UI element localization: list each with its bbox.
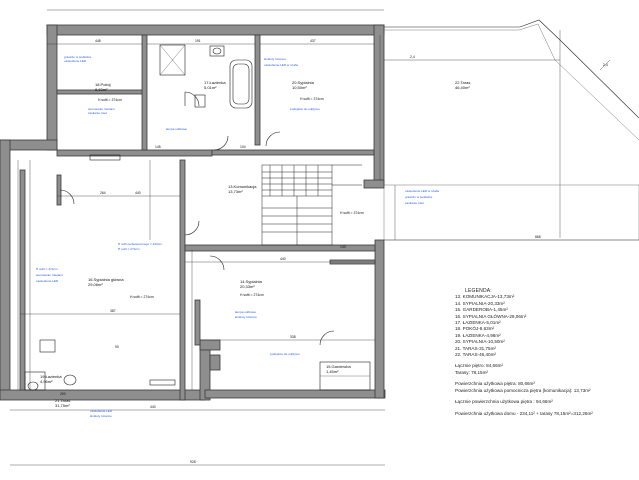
dim-mid-c: 440 [280, 257, 286, 261]
room-21-label: 21.Taras [55, 398, 70, 403]
legend-item: 19. ŁAZIENKA-4,96m² [455, 332, 501, 338]
room-19-area: 4,96m² [40, 379, 53, 384]
room-18-note: H sufit = 374cm [98, 98, 122, 102]
dim-d2: 104 [240, 145, 246, 149]
note-closet-led: oświetlenie LED w szafie [264, 63, 298, 67]
room-14-label: 14.Sypialnia [240, 279, 263, 284]
dim-d4: 200 [60, 392, 66, 396]
dim-right-span: 868 [535, 235, 541, 239]
dim-terrace-top: 2,4 [410, 55, 415, 59]
dim-bottom-a: 387 [110, 309, 116, 313]
note-h274: H sufit = 274cm [118, 247, 140, 251]
room-22-area: 46,40m² [455, 85, 470, 90]
legend-item: 18. POKÓJ-8,63m² [455, 326, 495, 332]
room-14-note: H sufit = 274cm [240, 293, 264, 297]
note-led: oświetlenie LED [64, 59, 87, 63]
legend-usable-floor: Powierzchnia użytkowa piętra: 80,66m² [455, 381, 535, 387]
note-ceiling-suspended: H sufit podwieszonego = 220cm [118, 242, 162, 246]
note-led-3: oświetlenie LED [90, 409, 113, 413]
legend-item: 13. KOMUNIKACJA-13,73m² [455, 294, 515, 300]
dim-top-right: 437 [310, 39, 316, 43]
note-blinds-power-2: zasilanie rolet [405, 201, 424, 205]
room-16-note: H sufit = 274cm [130, 295, 154, 299]
note-wall-lamps-2: kinkiety ścienne [235, 315, 257, 319]
dim-bottom-b: 338 [290, 335, 296, 339]
note-floor-socket-2: gniazdo w podłodze [405, 195, 433, 199]
room-15-area: 1,45m² [326, 369, 339, 374]
room-13-area: 13,73m² [228, 189, 243, 194]
dim-top-left: 448 [95, 39, 101, 43]
note-blinds-2: sterowanie roletami [36, 273, 63, 277]
legend-item: 21. TARAS-31,75m² [455, 345, 496, 351]
room-14-area: 20,33m² [240, 284, 255, 289]
legend-item: 22. TARAS-46,40m² [455, 352, 496, 358]
legend-item: 14. SYPIALNIA-20,33m² [455, 300, 505, 306]
legend-usable-aux: Powierzchnia użytkowa pomocnicza piętra … [455, 387, 591, 393]
legend-house-total: Powierzchnia użytkowa domu - 234,11² + t… [455, 410, 593, 416]
staircase [261, 164, 362, 246]
room-16-label: 16.Sypialnia główna [88, 277, 124, 282]
legend-terrace-total: Tarasy: 78,15m² [455, 369, 488, 375]
dim-d1: 145 [155, 145, 161, 149]
room-18-area: 8,63m² [95, 87, 108, 92]
room-20-label: 20.Sypialnia [292, 80, 315, 85]
note-floor-socket: gniazdo w podłodze [64, 55, 92, 59]
room-22-label: 22.Taras [455, 80, 470, 85]
dim-mid-b: 440 [135, 191, 141, 195]
legend-item: 15. GARDEROBA-1,45m² [455, 307, 508, 313]
legend-item: 20. SYPIALNIA-10,50m² [455, 339, 505, 345]
note-blinds: sterowanie roletami [88, 107, 115, 111]
note-ceiling-lamp-2: lampa sufitowa [235, 310, 256, 314]
dim-top-mid: 191 [195, 39, 201, 43]
dim-mid-a: 264 [100, 191, 106, 195]
walls [0, 24, 386, 401]
dim-bottom-total: 928 [190, 460, 196, 464]
note-led-2: oświetlenie LED [36, 279, 59, 283]
legend-item: 16. SYPIALNIA GŁÓWNA-29,06m² [455, 313, 527, 319]
installation-notes: gniazdo w podłodze oświetlenie LED stero… [36, 55, 439, 418]
doors [59, 91, 335, 346]
note-drain-2: podejście do odpływu [270, 352, 300, 356]
dim-stair-w: 133 [340, 245, 346, 249]
room-15-label: 15.Garderoba [326, 364, 351, 369]
dim-terrace-right: 2,4 [603, 63, 608, 67]
dim-d3: 90 [115, 345, 119, 349]
note-h374: H sufit = 374cm [36, 267, 58, 271]
room-20-note: H sufit = 374cm [300, 97, 324, 101]
room-labels: 18.Pokój 8,63m² H sufit = 374cm 17.Łazie… [40, 80, 470, 408]
note-ceiling-lamp: lampa sufitowa [166, 127, 187, 131]
dimension-labels: 448 191 437 2,4 2,4 868 264 440 440 387 … [60, 39, 608, 464]
legend-floor-total: Łącznie piętro: 84,66m² [455, 363, 504, 369]
legend: LEGENDA: 13. KOMUNIKACJA-13,73m² 14. SYP… [455, 288, 635, 417]
note-blinds-power: zasilanie rolet [88, 111, 107, 115]
room-13-note: H sufit = 374cm [340, 211, 364, 215]
room-17-area: 5,01m² [204, 85, 217, 90]
terrace-22 [383, 19, 639, 241]
room-16-area: 29,06m² [88, 282, 103, 287]
note-wall-lamps-3: kinkiety ścienne [90, 414, 112, 418]
room-21-area: 31,75m² [55, 403, 70, 408]
room-18-label: 18.Pokój [95, 82, 111, 87]
room-20-area: 10,50m² [292, 85, 307, 90]
legend-usable-total: Łącznie powierzchnia użytkowa piętra : 9… [455, 399, 553, 405]
dim-bottom-c: 440 [150, 405, 156, 409]
fixtures [24, 44, 371, 391]
legend-title: LEGENDA: [465, 288, 492, 294]
note-wall-lamps: kinkiety ścienne [264, 57, 286, 61]
note-closet-led-2: oświetlenie LED w szafie [405, 189, 439, 193]
legend-item: 17. ŁAZIENKA-5,01m² [455, 320, 501, 326]
room-13-label: 13.Komunikacja [228, 184, 257, 189]
room-17-label: 17.Łazienka [204, 80, 226, 85]
dimension-lines [10, 9, 385, 466]
note-drain: podejście do odpływu [290, 107, 320, 111]
room-19-label: 19.Łazienka [40, 374, 62, 379]
